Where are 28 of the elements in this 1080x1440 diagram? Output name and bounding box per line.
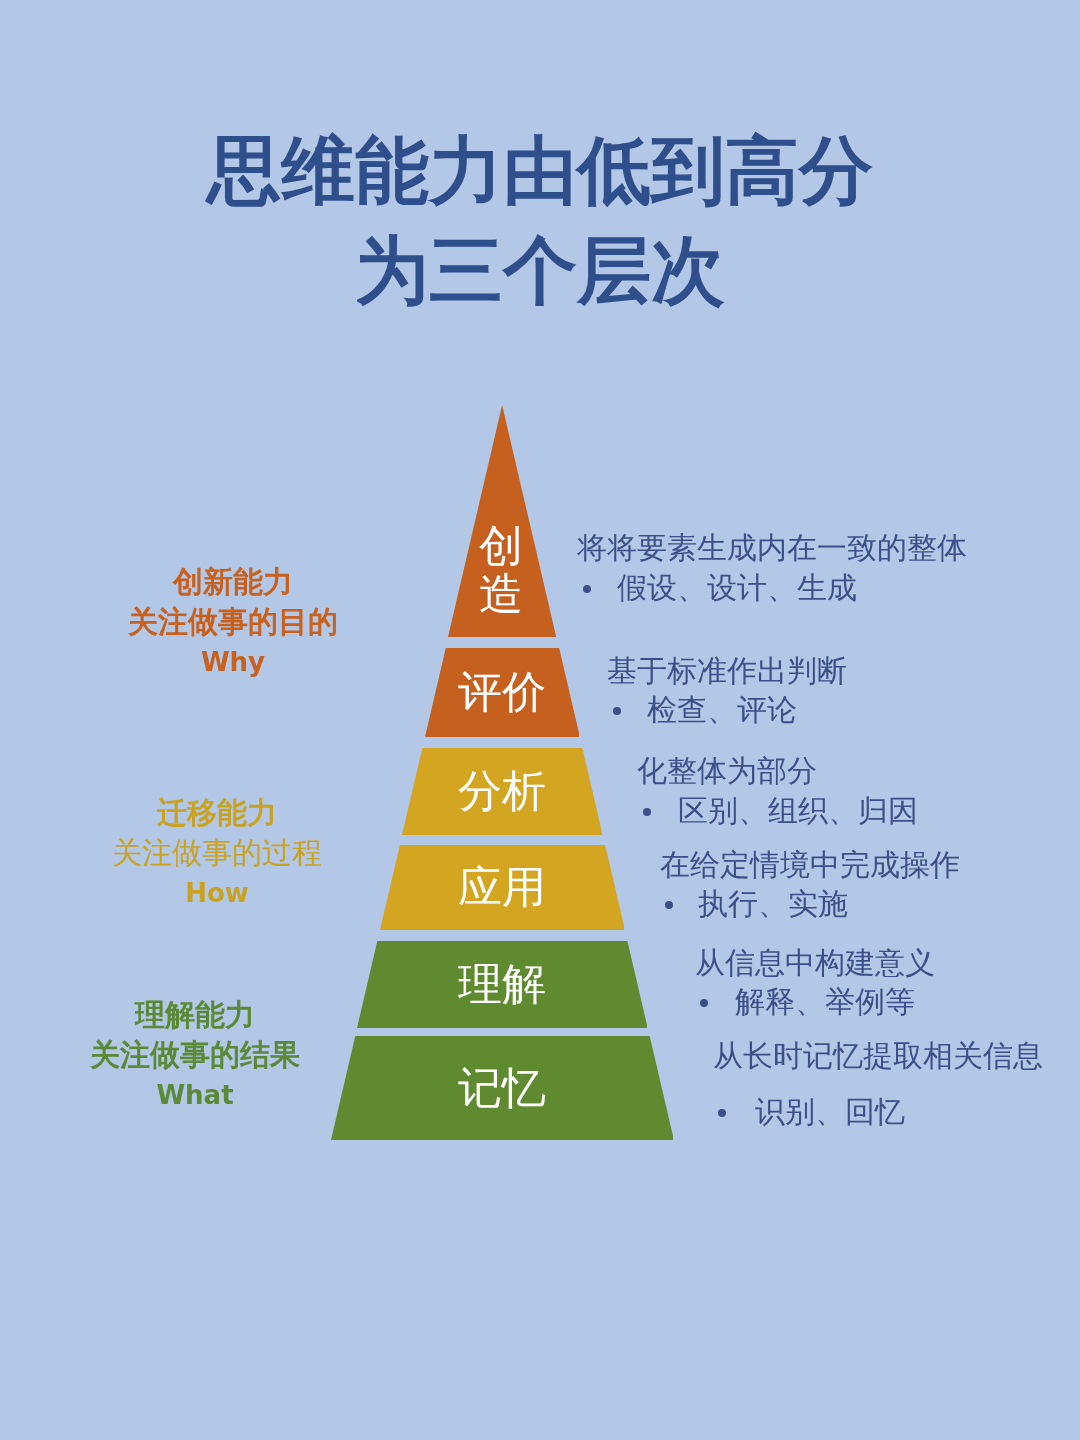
level-label: 评价 [458,668,546,716]
description-text: 基于标准作出判断 [607,653,847,689]
description-text: 在给定情境中完成操作 [660,847,960,883]
level-label: 记忆 [458,1064,546,1112]
question-word: Why [200,646,266,679]
bullet-text: 执行、实施 [698,886,848,922]
title: 思维能力由低到高分为三个层次 [204,126,874,315]
bullet-text: 假设、设计、生成 [617,570,857,606]
ability-name: 迁移能力 [157,794,277,832]
description-text: 从信息中构建意义 [695,945,935,981]
description-text: 从长时记忆提取相关信息 [713,1038,1043,1074]
question-word: How [185,877,249,910]
level-label: 分析 [458,767,546,815]
description-text: 将将要素生成内在一致的整体 [577,530,967,566]
ability-name: 创新能力 [173,563,293,601]
bullet-text: 解释、举例等 [735,984,915,1020]
description-text: 化整体为部分 [637,753,817,789]
question-word: What [156,1079,234,1112]
bullet-text: 区别、组织、归因 [678,793,918,829]
level-label: 理解 [458,960,546,1008]
bullet-text: 检查、评论 [647,692,797,728]
level-label: 创造 [479,522,524,618]
ability-name: 理解能力 [135,996,255,1034]
focus-text: 关注做事的结果 [90,1036,300,1074]
focus-text: 关注做事的目的 [128,603,338,641]
level-label: 应用 [458,863,546,911]
focus-text: 关注做事的过程 [112,834,322,872]
bullet-text: 识别、回忆 [755,1094,905,1130]
